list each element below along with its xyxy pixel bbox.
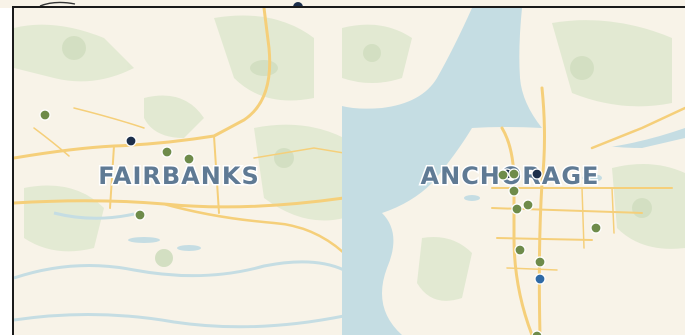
city-label-anchorage: ANCHORAGE bbox=[421, 162, 600, 190]
map-marker[interactable] bbox=[508, 185, 520, 197]
map-marker[interactable] bbox=[514, 244, 526, 256]
fairbanks-map-panel[interactable]: FAIRBANKS bbox=[12, 6, 346, 335]
map-marker[interactable] bbox=[534, 256, 546, 268]
city-label-fairbanks: FAIRBANKS bbox=[98, 162, 259, 190]
map-marker[interactable] bbox=[39, 109, 51, 121]
map-marker[interactable] bbox=[511, 203, 523, 215]
anchorage-map: ANCHORAGE bbox=[342, 8, 685, 335]
map-marker[interactable] bbox=[125, 135, 137, 147]
fairbanks-map: FAIRBANKS bbox=[14, 8, 344, 335]
map-marker[interactable] bbox=[183, 153, 195, 165]
map-marker[interactable] bbox=[522, 199, 534, 211]
map-marker[interactable] bbox=[590, 222, 602, 234]
map-marker[interactable] bbox=[134, 209, 146, 221]
map-marker[interactable] bbox=[497, 169, 509, 181]
anchorage-map-panel[interactable]: ANCHORAGE bbox=[342, 6, 685, 335]
map-marker[interactable] bbox=[531, 168, 543, 180]
map-marker[interactable] bbox=[534, 273, 546, 285]
map-marker[interactable] bbox=[161, 146, 173, 158]
map-marker[interactable] bbox=[508, 168, 520, 180]
